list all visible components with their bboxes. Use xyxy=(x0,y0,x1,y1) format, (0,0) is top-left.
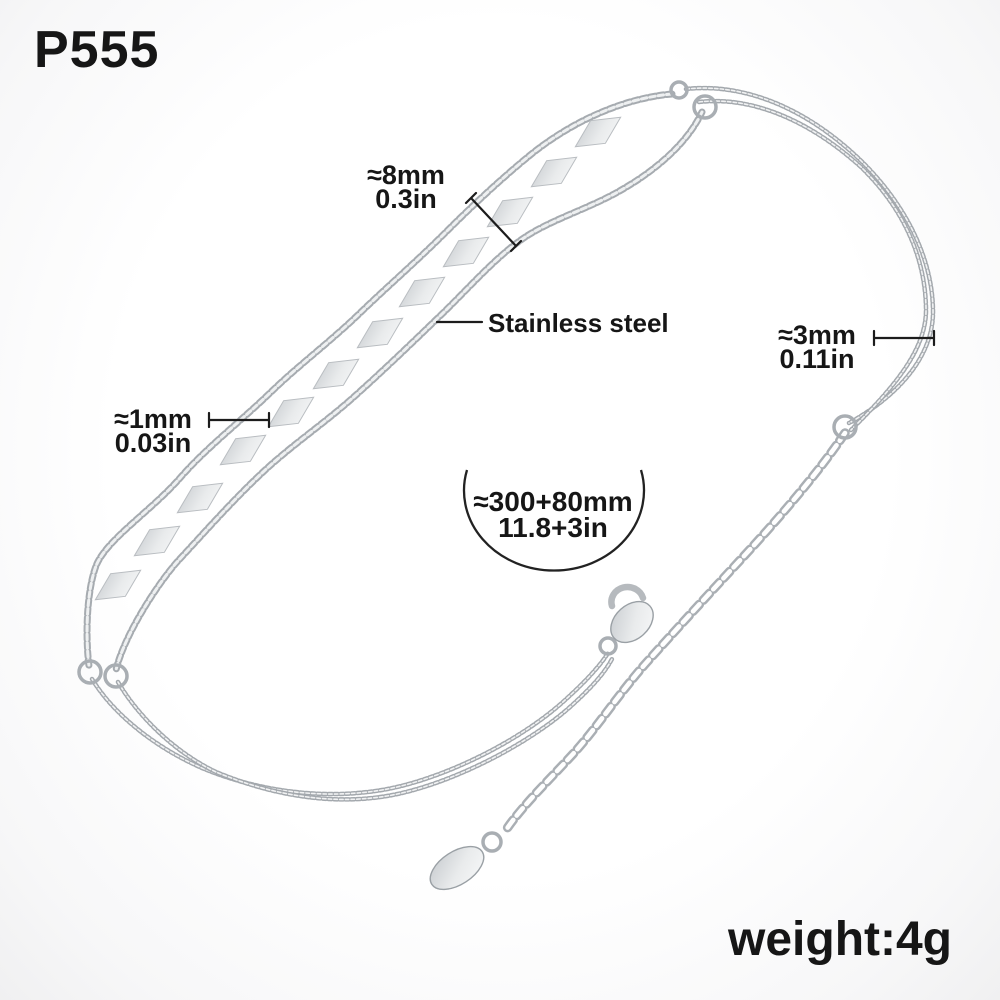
jump-rings xyxy=(77,80,858,853)
bottom-double-chain xyxy=(92,653,612,799)
length-label: ≈300+80mm 11.8+3in xyxy=(453,486,653,543)
charm-size-mm: ≈8mm xyxy=(367,160,445,190)
chain-width-in: 0.11in xyxy=(779,344,855,374)
clasp-hook xyxy=(608,583,647,610)
wire-mm: ≈1mm xyxy=(114,404,192,434)
oval-end-tag xyxy=(429,845,485,891)
charm-size-dimension-line xyxy=(464,191,523,253)
chain-width-dimension-line xyxy=(872,329,936,347)
weight-label: weight:4g xyxy=(728,913,952,966)
charm-size-in: 0.3in xyxy=(375,184,437,214)
length-arc xyxy=(462,469,646,572)
length-in: 11.8+3in xyxy=(498,512,608,543)
product-code: P555 xyxy=(34,21,160,79)
material-label: Stainless steel xyxy=(488,308,669,338)
right-double-chain xyxy=(686,88,933,430)
dimension-lines xyxy=(207,191,936,572)
length-mm: ≈300+80mm xyxy=(473,486,633,517)
wire-thickness-dimension-line xyxy=(207,411,271,429)
lobster-clasp xyxy=(598,583,654,656)
wire-in: 0.03in xyxy=(114,428,192,458)
chain-width-label: ≈3mm 0.11in xyxy=(717,320,917,374)
charm-size-label: ≈8mm 0.3in xyxy=(306,160,506,214)
wire-thickness-label: ≈1mm 0.03in xyxy=(53,404,253,458)
chain-width-mm: ≈3mm xyxy=(778,320,856,350)
